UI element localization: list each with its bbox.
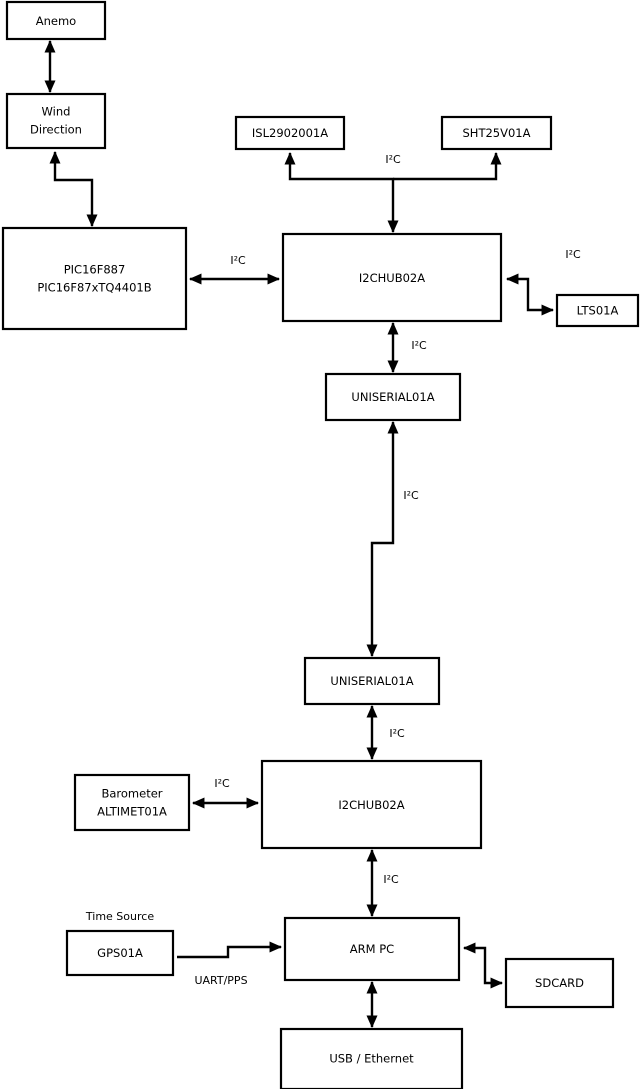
node-anemo-label: Anemo (36, 14, 76, 28)
node-lts01a-label: LTS01A (577, 304, 619, 318)
node-anemo[interactable]: Anemo (5, 0, 107, 41)
node-sht25v01a-label: SHT25V01A (463, 126, 531, 140)
node-barometer-label-line2: ALTIMET01A (97, 805, 167, 819)
node-arm-pc-label: ARM PC (350, 942, 394, 956)
node-wind-direction-label-line1: Wind (42, 105, 71, 119)
node-uniserial01a-upper-label: UNISERIAL01A (351, 390, 434, 404)
node-sht25v01a[interactable]: SHT25V01A (440, 115, 553, 151)
edge-uniserial-up-down (366, 421, 399, 657)
node-barometer-label-line1: Barometer (101, 787, 162, 801)
node-barometer-altimet01a[interactable]: Barometer ALTIMET01A (73, 773, 191, 832)
node-isl2902001a-label: ISL2902001A (252, 126, 328, 140)
node-i2chub02a-top-label: I2CHUB02A (359, 271, 425, 285)
edge-armpc-sdcard (463, 942, 503, 989)
node-uniserial01a-lower[interactable]: UNISERIAL01A (303, 656, 441, 706)
node-i2chub02a-bottom-label: I2CHUB02A (338, 798, 404, 812)
edge-label-i2c-hub-lts: I²C (565, 248, 581, 261)
edge-label-i2c-pic-hub: I²C (230, 254, 246, 267)
node-arm-pc[interactable]: ARM PC (283, 916, 461, 982)
edge-label-i2c-hub-uniserial: I²C (411, 339, 427, 352)
node-sdcard-label: SDCARD (535, 976, 584, 990)
node-sdcard[interactable]: SDCARD (504, 957, 615, 1009)
label-time-source: Time Source (85, 910, 154, 923)
edge-pic-wind (49, 151, 98, 227)
edge-label-i2c-sensors-top: I²C (385, 153, 401, 166)
edge-label-uart-pps: UART/PPS (194, 974, 247, 987)
edge-hubtop-lts (506, 273, 554, 316)
node-uniserial01a-upper[interactable]: UNISERIAL01A (324, 372, 462, 422)
edge-label-i2c-uniserial-hub2: I²C (389, 727, 405, 740)
node-wind-direction-label-line2: Direction (30, 123, 82, 137)
edge-hubtop-sensorbus (284, 152, 399, 233)
node-lts01a[interactable]: LTS01A (555, 293, 640, 328)
node-uniserial01a-lower-label: UNISERIAL01A (330, 674, 413, 688)
edge-label-i2c-barometer-hub2: I²C (214, 777, 230, 790)
edge-label-i2c-uniserial-uniserial: I²C (403, 489, 419, 502)
node-usb-ethernet-label: USB / Ethernet (329, 1052, 414, 1066)
node-i2chub02a-top[interactable]: I2CHUB02A (281, 232, 503, 323)
node-usb-ethernet[interactable]: USB / Ethernet (279, 1027, 464, 1089)
node-gps01a-label: GPS01A (97, 946, 143, 960)
edge-label-i2c-hub2-armpc: I²C (383, 873, 399, 886)
node-gps01a[interactable]: GPS01A (65, 929, 175, 977)
edge-sensorbus-sht (393, 152, 502, 181)
node-isl2902001a[interactable]: ISL2902001A (234, 115, 346, 151)
node-wind-direction[interactable]: Wind Direction (5, 92, 107, 150)
edges-layer (44, 40, 554, 1028)
edge-gps-armpc (177, 941, 282, 959)
node-pic-microcontroller[interactable]: PIC16F887 PIC16F87xTQ4401B (1, 226, 188, 331)
node-pic-label-line1: PIC16F887 (64, 263, 126, 277)
edge-labels-layer: I²C I²C I²C I²C I²C I²C I²C I²C UART/PPS (194, 153, 581, 987)
node-i2chub02a-bottom[interactable]: I2CHUB02A (260, 759, 483, 850)
free-labels-layer: Time Source (85, 910, 154, 923)
node-pic-label-line2: PIC16F87xTQ4401B (37, 281, 151, 295)
